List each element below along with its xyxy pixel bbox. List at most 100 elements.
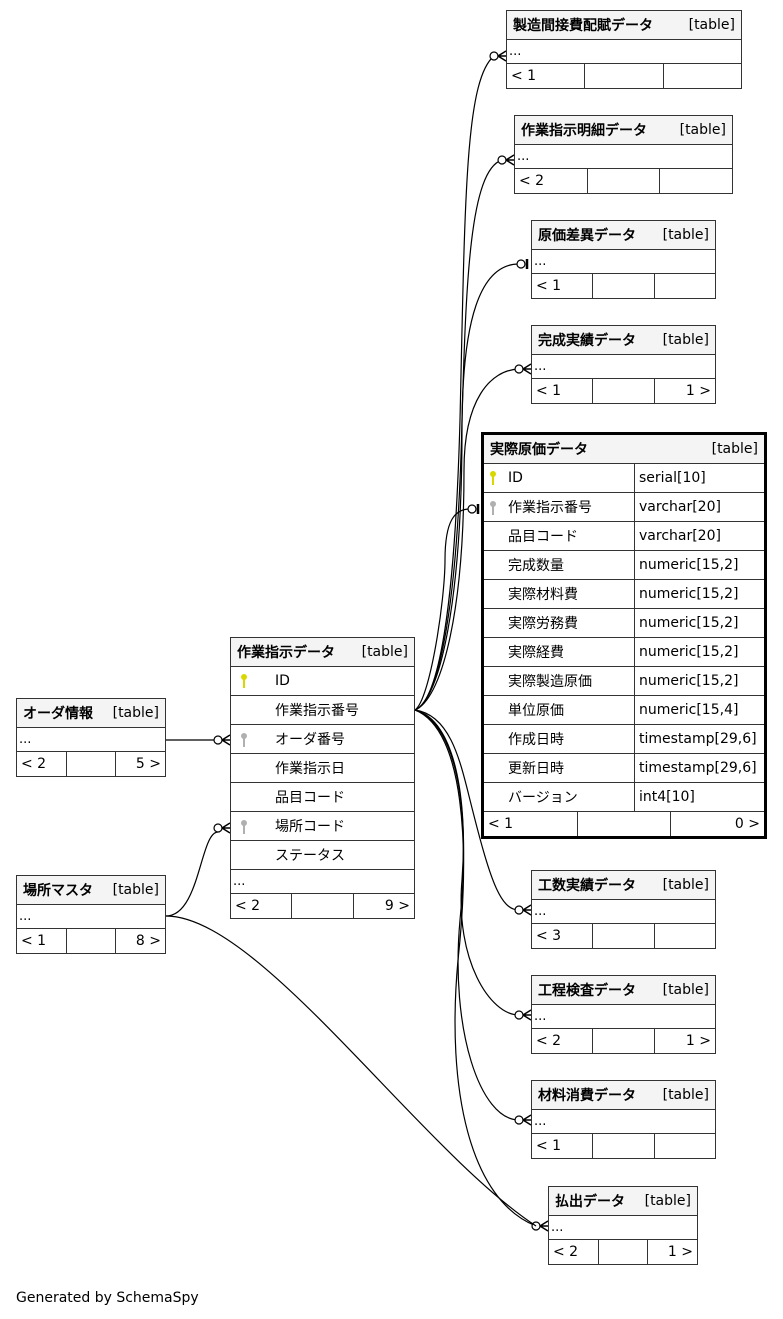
column-name: ステータス bbox=[275, 848, 345, 864]
crowfoot-end bbox=[514, 904, 532, 916]
children-count[interactable]: 5 > bbox=[115, 752, 165, 776]
parents-count[interactable]: < 1 bbox=[536, 383, 562, 399]
children-count[interactable]: 0 > bbox=[670, 812, 764, 836]
column-row[interactable]: 品目コード bbox=[231, 783, 414, 812]
table-seizo-kansetsu[interactable]: 製造間接費配賦データ[table] ... < 1 bbox=[506, 10, 742, 89]
more-columns: ... bbox=[532, 1005, 715, 1029]
column-name-cell: 作業指示日 bbox=[231, 758, 414, 778]
column-name-cell: 実際労務費 bbox=[484, 613, 634, 633]
column-name-cell: 実際製造原価 bbox=[484, 671, 634, 691]
spacer bbox=[592, 1029, 653, 1053]
children-count[interactable] bbox=[653, 1134, 715, 1158]
table-name: 場所マスタ bbox=[23, 883, 93, 899]
table-sagyo-meisai[interactable]: 作業指示明細データ[table] ... < 2 bbox=[514, 115, 733, 194]
column-type: timestamp[29,6] bbox=[634, 754, 764, 782]
column-name-cell: ステータス bbox=[231, 845, 414, 865]
column-name: バージョン bbox=[508, 790, 578, 806]
children-count[interactable]: 1 > bbox=[653, 1029, 715, 1053]
column-row[interactable]: ID bbox=[231, 667, 414, 696]
parents-count[interactable]: < 2 bbox=[519, 173, 545, 189]
column-name-cell: 作業指示番号 bbox=[231, 700, 414, 720]
more-columns: ... bbox=[549, 1216, 697, 1240]
parents-count[interactable]: < 2 bbox=[553, 1244, 579, 1260]
column-type: numeric[15,4] bbox=[634, 696, 764, 724]
more-columns: ... bbox=[231, 870, 414, 894]
table-haraidashi[interactable]: 払出データ [table] ... < 2 1 > bbox=[548, 1186, 698, 1265]
table-kosu-jisseki[interactable]: 工数実績データ[table] ... < 3 bbox=[531, 870, 716, 949]
children-count[interactable] bbox=[662, 64, 741, 88]
parents-count[interactable]: < 1 bbox=[488, 816, 514, 832]
crowfoot-end bbox=[497, 154, 515, 166]
table-genka-sai[interactable]: 原価差異データ[table] ... < 1 bbox=[531, 220, 716, 299]
table-zairyo-shohi[interactable]: 材料消費データ[table] ... < 1 bbox=[531, 1080, 716, 1159]
column-name-cell: 場所コード bbox=[231, 816, 414, 836]
children-count[interactable]: 1 > bbox=[647, 1240, 697, 1264]
column-name-cell: 更新日時 bbox=[484, 758, 634, 778]
parents-count[interactable]: < 2 bbox=[235, 898, 261, 914]
table-name: 工数実績データ bbox=[538, 878, 636, 894]
parents-count[interactable]: < 1 bbox=[511, 68, 537, 84]
children-count[interactable] bbox=[653, 274, 715, 298]
parents-count[interactable]: < 1 bbox=[536, 278, 562, 294]
children-count[interactable]: 8 > bbox=[115, 929, 165, 953]
parents-count[interactable]: < 1 bbox=[21, 933, 47, 949]
more-columns: ... bbox=[17, 728, 165, 752]
column-name-cell: 品目コード bbox=[231, 787, 414, 807]
column-type: varchar[20] bbox=[634, 493, 764, 521]
column-type: numeric[15,2] bbox=[634, 638, 764, 666]
children-count[interactable]: 9 > bbox=[352, 894, 414, 918]
foreign-key-icon bbox=[488, 500, 500, 516]
table-name: 原価差異データ bbox=[538, 228, 636, 244]
children-count[interactable] bbox=[653, 924, 715, 948]
foreign-key-icon bbox=[239, 732, 251, 748]
column-row[interactable]: 場所コード bbox=[231, 812, 414, 841]
column-row[interactable]: オーダ番号 bbox=[231, 725, 414, 754]
table-kind: [table] bbox=[711, 441, 758, 457]
column-name: 実際製造原価 bbox=[508, 674, 592, 690]
column-name: 完成数量 bbox=[508, 558, 564, 574]
column-name: ID bbox=[508, 470, 523, 486]
table-kind: [table] bbox=[662, 982, 709, 998]
column-name-cell: 品目コード bbox=[484, 526, 634, 546]
more-columns: ... bbox=[532, 355, 715, 379]
spacer bbox=[291, 894, 352, 918]
column-row[interactable]: 作業指示番号 bbox=[231, 696, 414, 725]
more-columns: ... bbox=[532, 250, 715, 274]
spacer bbox=[592, 379, 653, 403]
parents-count[interactable]: < 3 bbox=[536, 928, 562, 944]
crowfoot-end bbox=[213, 822, 231, 834]
column-row[interactable]: 作業指示日 bbox=[231, 754, 414, 783]
spacer bbox=[65, 929, 116, 953]
column-row[interactable]: ステータス bbox=[231, 841, 414, 870]
parents-count[interactable]: < 2 bbox=[536, 1033, 562, 1049]
crowfoot-end bbox=[514, 1114, 532, 1126]
parents-count[interactable]: < 2 bbox=[21, 756, 47, 772]
children-count[interactable] bbox=[659, 169, 732, 193]
crowfoot-end bbox=[514, 1009, 532, 1021]
table-name: 実際原価データ bbox=[490, 442, 588, 458]
table-kind: [table] bbox=[644, 1193, 691, 1209]
crowfoot-end bbox=[514, 363, 532, 375]
more-columns: ... bbox=[507, 40, 741, 64]
parents-count[interactable]: < 1 bbox=[536, 1138, 562, 1154]
children-count[interactable]: 1 > bbox=[653, 379, 715, 403]
table-name: 払出データ bbox=[555, 1194, 625, 1210]
